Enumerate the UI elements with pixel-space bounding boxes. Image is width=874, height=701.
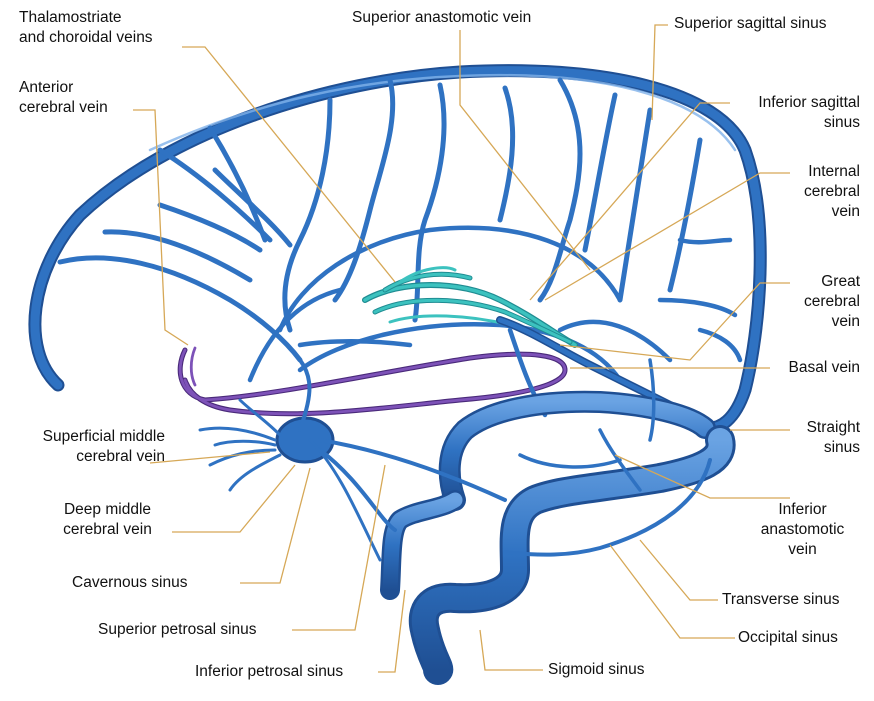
label-inferior-anastomotic: Inferior anastomotic vein [760,501,845,558]
leader-lines [133,24,790,673]
label-basal-vein: Basal vein [788,359,860,376]
label-thalamostriate: Thalamostriate and choroidal veins [19,9,153,46]
label-inferior-petrosal: Inferior petrosal sinus [195,663,344,680]
dural-sinuses [380,390,736,685]
label-cavernous: Cavernous sinus [72,574,188,591]
inner-arc-veins [247,225,743,383]
label-anterior-cerebral: Anterior cerebral vein [19,79,108,116]
label-great-cerebral: Great cerebral vein [804,273,860,330]
label-inferior-sagittal: Inferior sagittal sinus [758,94,860,131]
label-superior-anastomotic: Superior anastomotic vein [352,9,532,26]
basal-vein-shape [177,346,568,417]
cavernous-petrosal [198,358,507,562]
label-transverse: Transverse sinus [722,591,840,608]
label-deep-middle: Deep middle cerebral vein [63,501,152,538]
label-sigmoid: Sigmoid sinus [548,661,645,678]
label-internal-cerebral: Internal cerebral vein [804,163,860,220]
label-superior-sagittal: Superior sagittal sinus [674,15,827,32]
label-occipital: Occipital sinus [738,629,838,646]
occipital-anastomotic [503,358,712,557]
label-superior-petrosal: Superior petrosal sinus [98,621,257,638]
thalamostriate-choroidal-veins [362,266,578,348]
label-superficial-middle: Superficial middle cerebral vein [42,428,165,465]
label-straight-sinus: Straight sinus [806,419,860,456]
